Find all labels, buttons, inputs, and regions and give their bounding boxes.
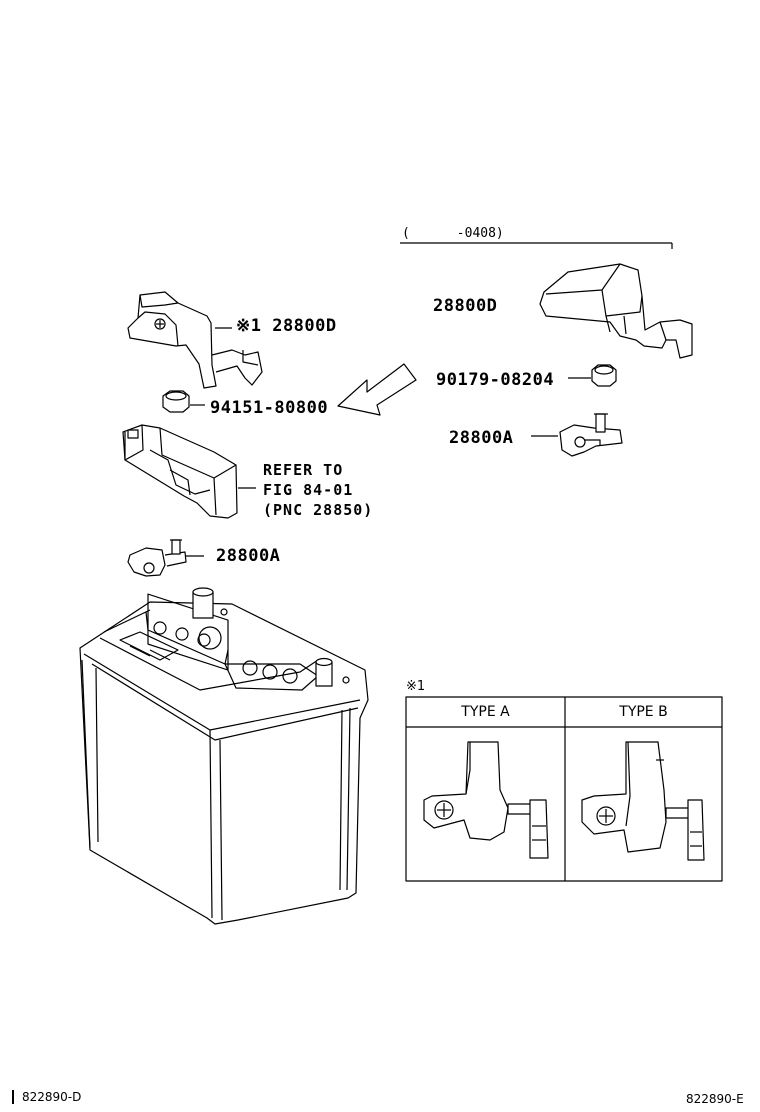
nut-right (568, 364, 617, 387)
refer-line-3: (PNC 28850) (263, 501, 374, 519)
battery-cover-left (127, 291, 263, 389)
fuse-block (122, 424, 256, 519)
terminal-right (531, 413, 623, 457)
label-cover-right: 28800D (433, 296, 498, 316)
type-a-terminal (423, 741, 549, 859)
terminal-left (127, 539, 204, 577)
date-range-rule (400, 242, 673, 249)
type-b-terminal (581, 741, 705, 861)
type-b-header: TYPE B (619, 704, 668, 720)
label-nut-left: 94151-80800 (210, 398, 329, 418)
type-a-header: TYPE A (461, 704, 510, 720)
nut-left (162, 390, 205, 413)
detail-note-mark: ※1 (406, 679, 426, 694)
date-range: ( -0408) (402, 226, 504, 241)
label-terminal-right: 28800A (449, 428, 514, 448)
footer-code-left: 822890-D (22, 1090, 82, 1104)
footer-code-right: 822890-E (686, 1092, 744, 1106)
label-terminal-left: 28800A (216, 546, 281, 566)
refer-line-2: FIG 84-01 (263, 481, 354, 499)
battery-cover-right (539, 263, 693, 359)
refer-line-1: REFER TO (263, 461, 344, 479)
battery (79, 587, 369, 925)
view-arrow (337, 363, 417, 416)
label-nut-right: 90179-08204 (436, 370, 555, 390)
detail-table (405, 696, 723, 882)
label-cover-left: ※1 28800D (236, 316, 337, 336)
